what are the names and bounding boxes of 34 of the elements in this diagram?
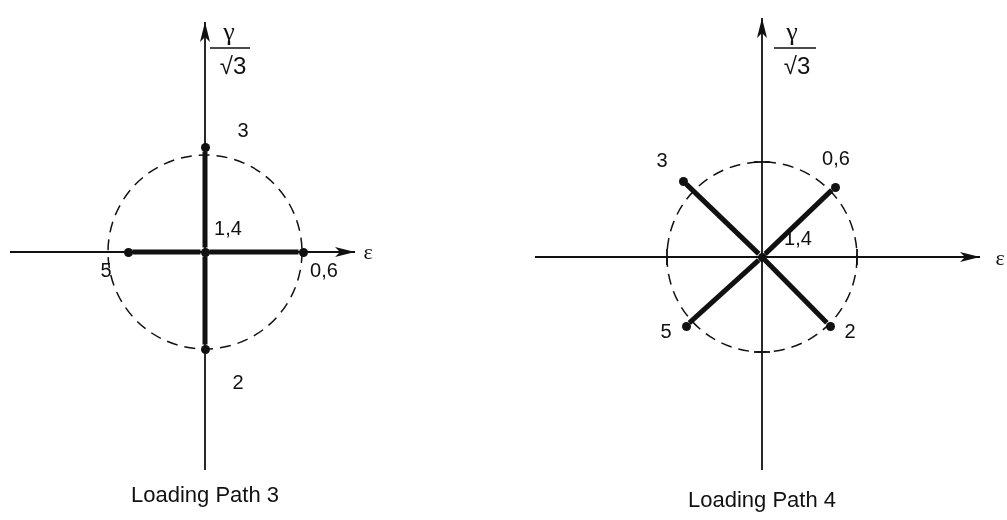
- point-dot: [825, 321, 835, 331]
- thick-line: [763, 188, 834, 256]
- axis-label: √3: [783, 52, 811, 80]
- thick-line: [209, 249, 299, 255]
- point-dot: [200, 344, 210, 354]
- point-label: 3: [656, 148, 668, 172]
- point-label: 3: [237, 118, 249, 142]
- point-label: 5: [660, 319, 672, 343]
- axis-label: √3: [219, 52, 247, 80]
- thick-line: [763, 258, 829, 325]
- axis-label: γ: [786, 17, 798, 47]
- point-label: 0,6: [310, 258, 338, 282]
- point-dot: [830, 182, 840, 192]
- thick-line: [687, 258, 761, 325]
- axis-label: ε: [363, 239, 373, 265]
- panel-caption: Loading Path 3: [131, 482, 279, 508]
- thick-line: [202, 256, 208, 345]
- point-dot: [678, 176, 688, 186]
- point-label: 1,4: [214, 216, 242, 240]
- thick-line: [202, 151, 208, 248]
- point-label: 5: [100, 258, 112, 282]
- point-dot: [298, 247, 308, 257]
- point-dot: [681, 321, 691, 331]
- point-dot: [200, 247, 210, 257]
- axis-label: ε: [995, 245, 1005, 271]
- point-label: 0,6: [822, 146, 850, 170]
- panel-caption: Loading Path 4: [688, 487, 836, 513]
- axis-label: γ: [223, 17, 235, 47]
- point-dot: [123, 247, 133, 257]
- point-dot: [200, 142, 210, 152]
- point-label: 2: [844, 319, 856, 343]
- thick-line: [132, 249, 201, 255]
- point-dot: [757, 252, 767, 262]
- point-label: 2: [232, 370, 244, 394]
